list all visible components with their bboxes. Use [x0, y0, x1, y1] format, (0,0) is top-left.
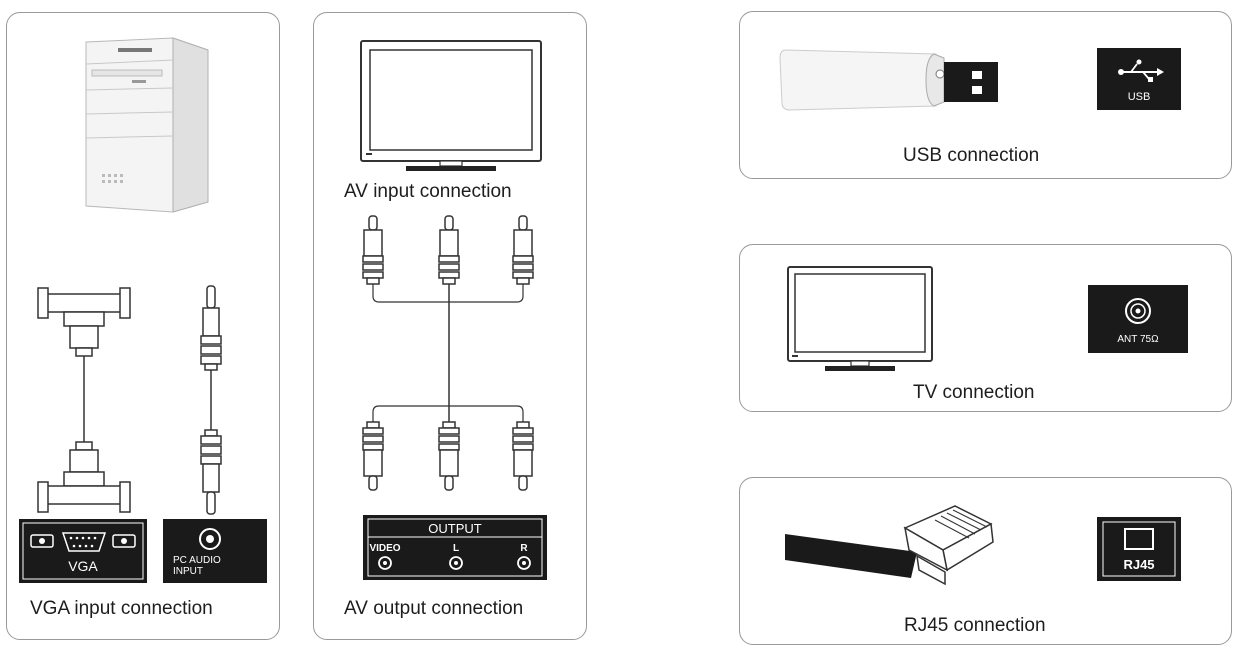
rj45-port-label: RJ45 — [1123, 557, 1154, 572]
antenna-jack-icon: ANT 75Ω — [1088, 285, 1188, 353]
usb-port-label: USB — [1128, 91, 1151, 103]
av-output-port: OUTPUT VIDEO L R — [363, 515, 547, 580]
vga-port: VGA — [19, 519, 147, 583]
rca-plug-icon — [362, 215, 534, 491]
jack-video-label: VIDEO — [369, 543, 400, 554]
usb-symbol-icon: USB — [1097, 48, 1181, 110]
vga-connector-icon — [37, 287, 131, 513]
ant-port-label: ANT 75Ω — [1117, 334, 1159, 345]
rj45-caption: RJ45 connection — [904, 615, 1046, 636]
jack-l-label: L — [453, 543, 459, 554]
av-input-caption: AV input connection — [344, 181, 512, 202]
vga-caption: VGA input connection — [30, 598, 213, 619]
usb-caption: USB connection — [903, 145, 1040, 166]
usb-stick-icon — [779, 49, 998, 111]
pc-audio-port: PC AUDIO INPUT — [163, 519, 267, 583]
monitor-icon — [360, 40, 542, 171]
output-title: OUTPUT — [428, 521, 482, 536]
tv-caption: TV connection — [913, 382, 1035, 403]
tv-icon — [787, 266, 933, 371]
av-output-caption: AV output connection — [344, 598, 524, 619]
jack-r-label: R — [520, 543, 528, 554]
rj45-socket-icon: RJ45 — [1097, 517, 1181, 581]
audio-port-label-1: PC AUDIO — [173, 555, 221, 566]
pc-tower-icon — [85, 37, 209, 213]
audio-port-label-2: INPUT — [173, 566, 203, 577]
audio-plug-icon — [200, 285, 222, 515]
ethernet-cable-icon — [785, 505, 994, 586]
vga-port-label: VGA — [68, 558, 98, 574]
